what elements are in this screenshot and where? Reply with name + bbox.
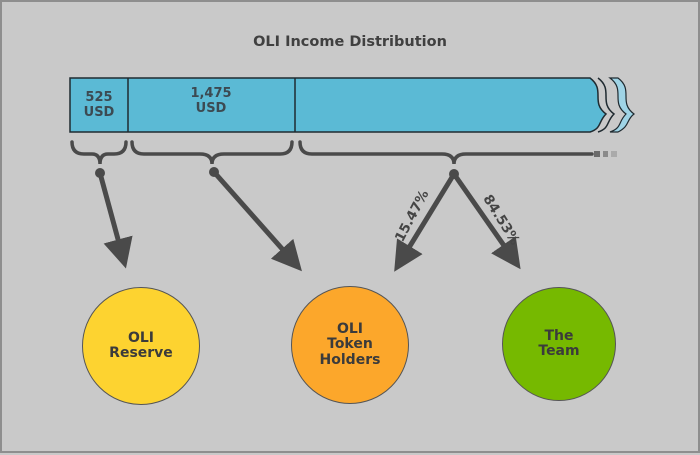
- diagram-title: OLI Income Distribution: [253, 34, 447, 50]
- brace-fade: [594, 151, 617, 157]
- torn-edge-2: [608, 77, 635, 133]
- segment-reserve-label: 525 USD: [83, 90, 115, 120]
- income-bar: [69, 77, 635, 133]
- token-holders-circle: OLI Token Holders: [291, 286, 409, 404]
- income-bar-body: [69, 77, 608, 133]
- segment-token-holders-label: 1,475 USD: [190, 86, 232, 116]
- arrow-to-token-holders: [212, 170, 302, 272]
- brace-token-holders: [130, 140, 294, 165]
- reserve-circle: OLI Reserve: [82, 287, 200, 405]
- brace-reserve: [70, 140, 128, 165]
- arrow-remainder-to-holders: [394, 172, 457, 272]
- brace-remainder: [298, 140, 594, 165]
- arrow-remainder-to-team: [451, 172, 521, 270]
- team-circle: The Team: [502, 287, 616, 401]
- arrow-to-reserve: [97, 172, 133, 269]
- torn-edge-1: [597, 77, 616, 133]
